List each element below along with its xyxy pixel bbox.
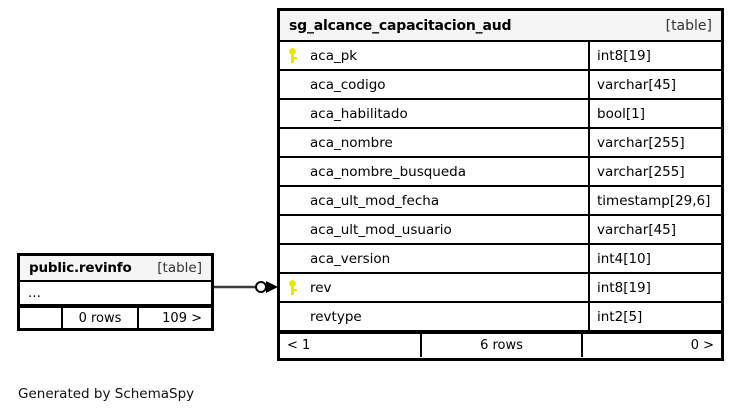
primary-key-icon	[288, 280, 310, 295]
table-row[interactable]: aca_ult_mod_fecha timestamp[29,6]	[280, 187, 721, 216]
table-row[interactable]: aca_nombre_busqueda varchar[255]	[280, 158, 721, 187]
row-count: 6 rows	[420, 334, 581, 357]
column-name-label: rev	[310, 279, 332, 296]
entity-table-footer: < 1 6 rows 0 >	[280, 332, 721, 357]
column-name-label: aca_nombre_busqueda	[310, 163, 466, 180]
column-name-cell: rev	[280, 274, 588, 301]
column-type-cell: int4[10]	[588, 245, 721, 272]
column-name-label: aca_nombre	[310, 134, 393, 151]
column-name-cell: aca_ult_mod_usuario	[280, 216, 588, 243]
relationship-connector[interactable]	[214, 276, 280, 298]
column-name-label: aca_version	[310, 250, 391, 267]
column-type-cell: varchar[255]	[588, 129, 721, 156]
column-type-label: varchar[255]	[597, 163, 685, 180]
generated-by-credit: Generated by SchemaSpy	[18, 386, 195, 402]
column-name-label: aca_habilitado	[310, 105, 408, 122]
table-row[interactable]: aca_pk int8[19]	[280, 42, 721, 71]
column-name-cell: aca_nombre_busqueda	[280, 158, 588, 185]
column-name-label: aca_ult_mod_usuario	[310, 221, 452, 238]
column-type-label: varchar[45]	[597, 221, 677, 238]
column-name-label: revtype	[310, 308, 362, 325]
table-row[interactable]: aca_version int4[10]	[280, 245, 721, 274]
child-relations-count[interactable]: 109 >	[137, 308, 209, 328]
table-row[interactable]: aca_nombre varchar[255]	[280, 129, 721, 158]
optional-circle-icon	[255, 281, 267, 293]
column-name-cell: aca_pk	[280, 42, 588, 69]
entity-table-title: public.revinfo	[29, 260, 132, 276]
column-type-label: bool[1]	[597, 105, 645, 122]
column-type-cell: int2[5]	[588, 303, 721, 330]
primary-key-icon	[288, 48, 310, 63]
column-type-label: int4[10]	[597, 250, 651, 267]
column-name-label: aca_codigo	[310, 76, 386, 93]
column-type-label: varchar[45]	[597, 76, 677, 93]
entity-table-sg-alcance-capacitacion-aud[interactable]: sg_alcance_capacitacion_aud [table] aca_…	[277, 8, 724, 361]
column-type-cell: varchar[45]	[588, 216, 721, 243]
crowsfoot-arrow-icon	[266, 281, 278, 293]
column-type-cell: bool[1]	[588, 100, 721, 127]
column-type-label: timestamp[29,6]	[597, 192, 711, 209]
column-type-cell: int8[19]	[588, 42, 721, 69]
parent-relations-count[interactable]	[20, 308, 61, 328]
column-type-label: varchar[255]	[597, 134, 685, 151]
entity-table-header: sg_alcance_capacitacion_aud [table]	[280, 11, 721, 42]
column-name-cell: aca_ult_mod_fecha	[280, 187, 588, 214]
column-type-label: int8[19]	[597, 279, 651, 296]
column-type-cell: varchar[255]	[588, 158, 721, 185]
column-name-cell: aca_nombre	[280, 129, 588, 156]
table-row[interactable]: rev int8[19]	[280, 274, 721, 303]
column-name-cell: ...	[20, 282, 211, 304]
column-name-label: ...	[28, 285, 41, 301]
column-name-label: aca_pk	[310, 47, 358, 64]
column-name-cell: aca_version	[280, 245, 588, 272]
column-type-label: int8[19]	[597, 47, 651, 64]
table-row[interactable]: revtype int2[5]	[280, 303, 721, 332]
child-relations-count[interactable]: 0 >	[581, 334, 721, 357]
column-name-cell: aca_habilitado	[280, 100, 588, 127]
table-row[interactable]: aca_ult_mod_usuario varchar[45]	[280, 216, 721, 245]
entity-table-header: public.revinfo [table]	[20, 256, 211, 282]
table-row[interactable]: aca_habilitado bool[1]	[280, 100, 721, 129]
entity-table-title: sg_alcance_capacitacion_aud	[289, 17, 512, 34]
column-name-cell: aca_codigo	[280, 71, 588, 98]
column-type-label: int2[5]	[597, 308, 643, 325]
column-name-cell: revtype	[280, 303, 588, 330]
column-name-label: aca_ult_mod_fecha	[310, 192, 440, 209]
entity-table-footer: 0 rows 109 >	[20, 306, 211, 328]
row-count: 0 rows	[61, 308, 137, 328]
table-row[interactable]: aca_codigo varchar[45]	[280, 71, 721, 100]
entity-table-kind-label: [table]	[665, 17, 712, 34]
parent-relations-count[interactable]: < 1	[287, 338, 311, 353]
column-type-cell: timestamp[29,6]	[588, 187, 721, 214]
entity-table-kind-label: [table]	[157, 260, 202, 276]
column-type-cell: varchar[45]	[588, 71, 721, 98]
table-row[interactable]: ...	[20, 282, 211, 306]
column-type-cell: int8[19]	[588, 274, 721, 301]
entity-table-public-revinfo[interactable]: public.revinfo [table] ... 0 rows 109 >	[17, 253, 214, 331]
